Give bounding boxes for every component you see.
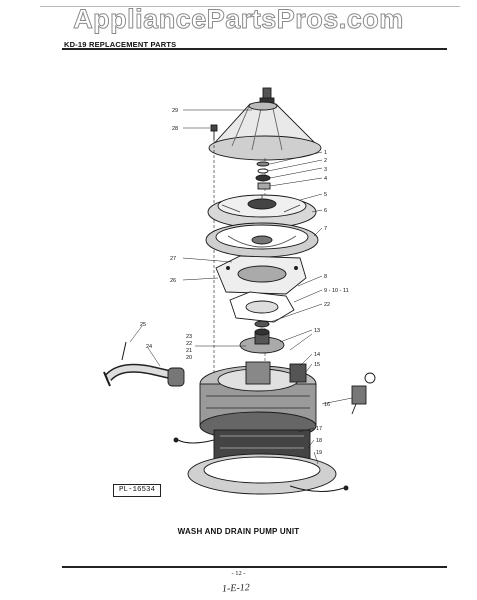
callout-21: 21 [186,348,192,354]
callout-2: 2 [324,158,327,164]
seal-rings-part [255,161,271,190]
switch-part [351,372,376,415]
motor-housing-part [199,361,317,441]
callout-22-lower: 22 [186,341,192,347]
callout-4: 4 [324,176,327,182]
callout-29: 29 [172,108,178,114]
callout-3: 3 [324,167,327,173]
callout-7: 7 [324,226,327,232]
callout-18: 18 [316,438,322,444]
diagram-caption: WASH AND DRAIN PUMP UNIT [177,527,300,536]
bottom-rule [62,566,447,568]
top-thin-rule [40,6,460,7]
callout-19: 19 [316,450,322,456]
callout-26: 26 [170,278,176,284]
plate-id-box: PL-16534 [113,484,161,497]
page-number: - 12 - [231,570,246,577]
handwritten-note: 1-E-12 [221,582,251,595]
callout-15: 15 [314,362,320,368]
impeller-part [207,194,317,229]
callout-24: 24 [146,344,152,350]
pump-bowl-part [205,222,319,258]
top-rule [62,48,447,50]
callout-9-10-11: 9 - 10 - 11 [324,288,349,294]
motor-cap-part [239,328,285,354]
callout-20: 20 [186,355,192,361]
callout-5: 5 [324,192,327,198]
callout-14: 14 [314,352,320,358]
callout-16: 16 [324,402,330,408]
seal-part [254,320,270,328]
callout-8: 8 [324,274,327,280]
conical-cover-part [208,101,322,161]
callout-6: 6 [324,208,327,214]
drain-hose-part [103,341,185,387]
callout-1: 1 [324,150,327,156]
gasket-ring-part [229,291,295,323]
callout-28: 28 [172,126,178,132]
callout-22-upper: 22 [324,302,330,308]
gasket-plate-part [215,255,307,295]
callout-17: 17 [316,426,322,432]
callout-27: 27 [170,256,176,262]
callout-25: 25 [140,322,146,328]
watermark-text: AppliancePartsPros.com [73,4,404,35]
leader-lines [129,109,353,465]
header-label: KD-19 REPLACEMENT PARTS [64,40,177,49]
base-ring-part [187,453,349,495]
callout-13: 13 [314,328,320,334]
callout-23: 23 [186,334,192,340]
bolt-part [210,124,218,140]
